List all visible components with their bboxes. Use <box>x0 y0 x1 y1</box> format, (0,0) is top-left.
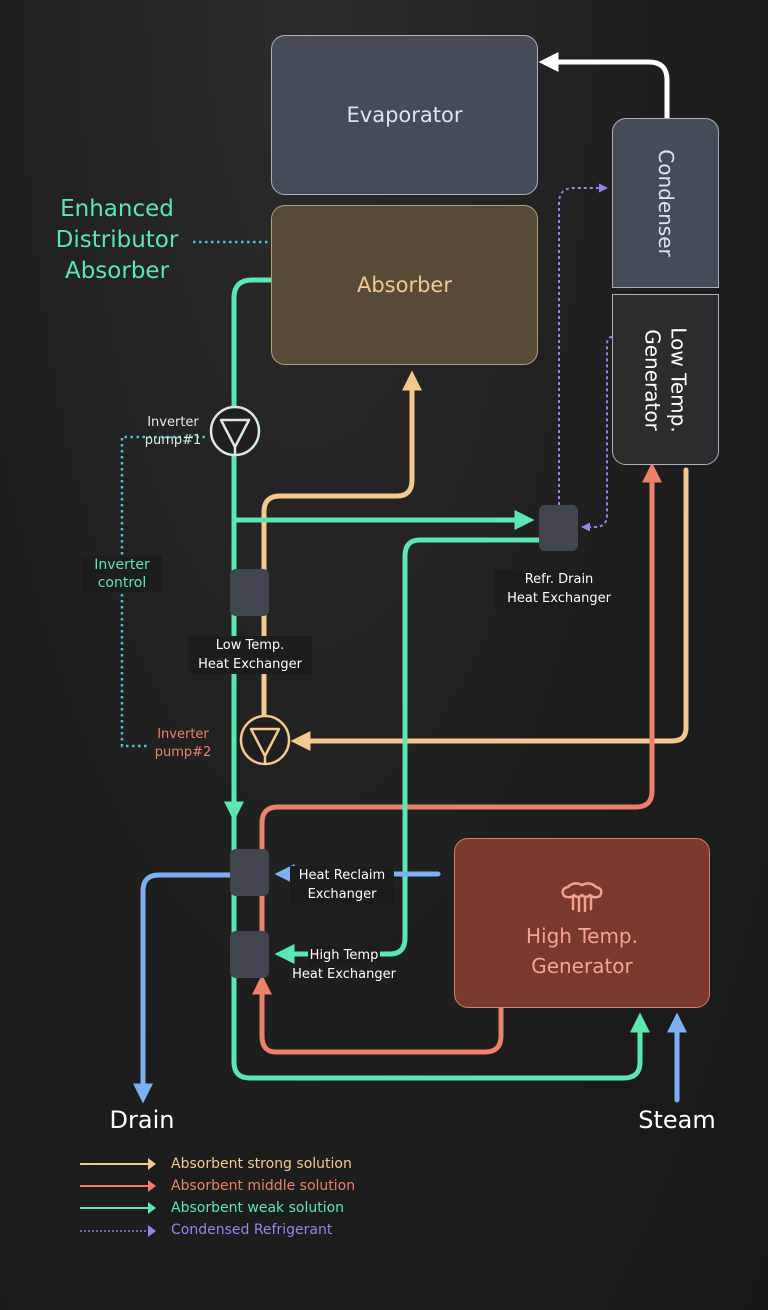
refr-drain-exchanger-label: Refr. Drain Heat Exchanger <box>494 570 624 608</box>
legend: Absorbent strong solution Absorbent midd… <box>171 1154 355 1242</box>
enhanced-absorber-callout: Enhanced Distributor Absorber <box>55 196 179 284</box>
low-temp-exchanger-label: Low Temp. Heat Exchanger <box>188 636 312 674</box>
high-temp-exchanger-block <box>230 931 269 978</box>
pump1-icon <box>209 405 261 457</box>
middle-solution-to-low-generator <box>259 462 662 963</box>
weak-solution-to-high-temp-exchanger <box>274 537 543 964</box>
strong-solution-to-absorber <box>261 370 422 723</box>
heat-reclaim-exchanger-label: Heat Reclaim Exchanger <box>290 866 394 904</box>
legend-item-middle: Absorbent middle solution <box>171 1178 356 1194</box>
refrigerant-to-condenser <box>558 183 608 505</box>
high-temp-generator-label-2: Generator <box>531 954 633 978</box>
pump1-label: Inverter pump#1 <box>144 415 202 448</box>
middle-solution-from-high-generator <box>252 974 504 1055</box>
high-temp-exchanger-label: High Temp Heat Exchanger <box>292 946 396 982</box>
legend-arrow-strong <box>148 1158 156 1170</box>
high-temp-generator-label-1: High Temp. <box>526 924 638 948</box>
high-temp-generator-box: High Temp. Generator <box>454 838 710 1008</box>
condensed-water-line <box>538 52 670 121</box>
legend-arrow-weak <box>148 1202 156 1214</box>
legend-item-refrigerant: Condensed Refrigerant <box>171 1222 333 1238</box>
legend-arrow-middle <box>148 1180 156 1192</box>
evaporator-label: Evaporator <box>346 103 463 127</box>
pump2-label: Inverter pump#2 <box>154 727 212 760</box>
heat-reclaim-exchanger-block <box>230 849 269 896</box>
absorber-label: Absorber <box>356 273 452 297</box>
low-temp-exchanger-block <box>230 569 269 616</box>
drain-line <box>133 872 239 1104</box>
absorber-box: Absorber <box>271 205 538 365</box>
strong-solution-from-generator <box>290 467 689 751</box>
legend-item-strong: Absorbent strong solution <box>171 1156 352 1172</box>
condenser-box: Condenser <box>612 118 719 288</box>
refr-drain-exchanger-block <box>539 505 578 551</box>
condenser-label: Condenser <box>653 149 678 257</box>
steam-label: Steam <box>638 1106 716 1134</box>
low-temp-generator-label: Low Temp. Generator <box>640 326 691 433</box>
low-temp-generator-box: Low Temp. Generator <box>612 294 719 465</box>
drain-label: Drain <box>109 1106 175 1134</box>
inverter-control-label: Inverter control <box>82 556 162 592</box>
pump2-icon <box>239 714 291 766</box>
weak-solution-main <box>231 277 650 1081</box>
legend-arrow-refrigerant <box>148 1225 156 1237</box>
legend-item-weak: Absorbent weak solution <box>171 1200 345 1216</box>
evaporator-box: Evaporator <box>271 35 538 195</box>
refrigerant-from-generator <box>581 336 613 532</box>
steam-vent-icon <box>561 882 603 913</box>
